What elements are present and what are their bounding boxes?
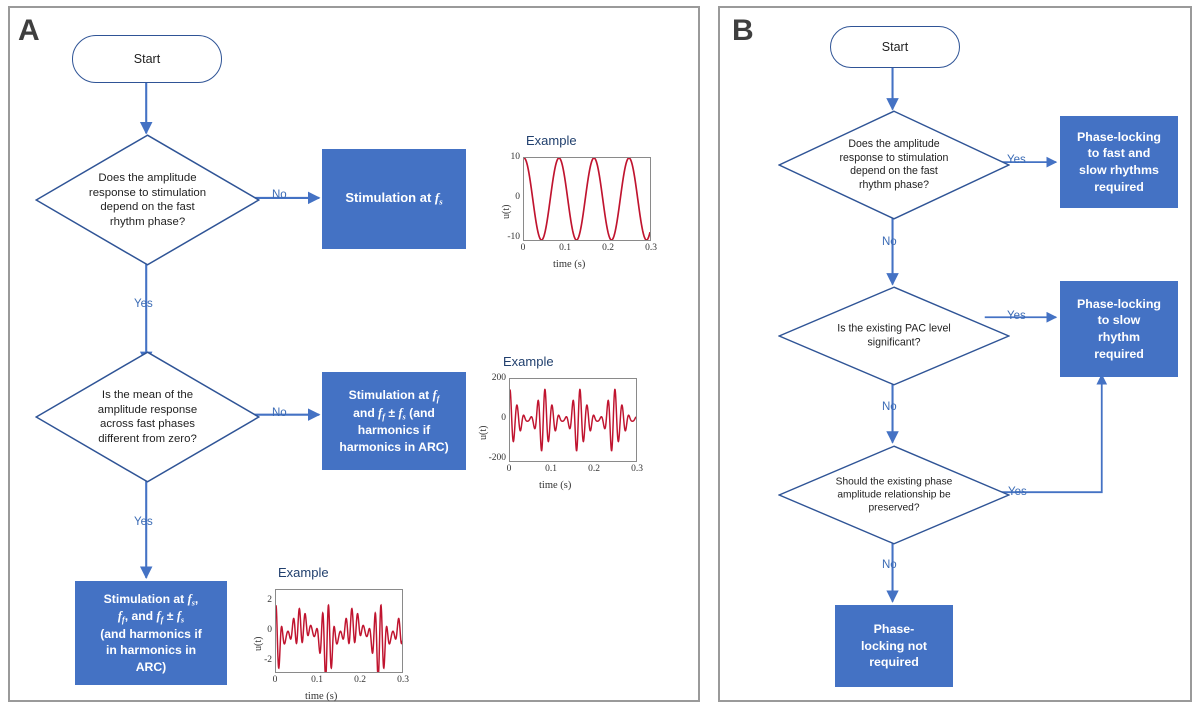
decision-amplitude-depends-fast-phase-a[interactable]: Does the amplitude response to stimulati…: [35, 134, 260, 266]
decision-text: Does the amplitude response to stimulati…: [839, 137, 949, 191]
plot-2-xlabel: time (s): [539, 480, 572, 491]
plot-2-axes: [509, 378, 637, 462]
plot-1-ytick-top: 10: [510, 152, 521, 162]
decision-text: Is the mean of the amplitude response ac…: [97, 388, 198, 445]
plot-2-xtick-1: 0.1: [545, 464, 557, 474]
process-phase-locking-slow[interactable]: Phase-locking to slow rhythm required: [1060, 281, 1178, 377]
edge-label-yes-2-a: Yes: [134, 516, 153, 528]
edge-label-no-3-b: No: [882, 559, 897, 571]
plot-3-ylabel: u(t): [253, 636, 264, 651]
process-phase-locking-fast-slow[interactable]: Phase-locking to fast and slow rhythms r…: [1060, 116, 1178, 208]
edge-label-yes-1-b: Yes: [1007, 154, 1026, 166]
diamond-shape: [778, 286, 1010, 386]
plot-2-ylabel: u(t): [478, 425, 489, 440]
example-plot-1: Example u(t) 10 0 -10 0 0.1 0.2 0.3 time…: [498, 133, 658, 283]
edge-label-no-2-b: No: [882, 401, 897, 413]
plot-3-xtick-2: 0.2: [354, 675, 366, 685]
plot-2-title: Example: [503, 354, 554, 369]
edge-label-yes-1-a: Yes: [134, 298, 153, 310]
plot-1-xtick-3: 0.3: [645, 243, 657, 253]
process-stimulation-fs-ff-sidebands[interactable]: Stimulation at fs,ff, and ff ± fs(and ha…: [75, 581, 227, 685]
plot-3-xtick-1: 0.1: [311, 675, 323, 685]
diamond-shape: [778, 445, 1010, 545]
decision-text: Should the existing phase amplitude rela…: [835, 476, 953, 514]
plot-1-ylabel: u(t): [501, 204, 512, 219]
plot-1-ytick-mid: 0: [515, 192, 520, 202]
plot-2-xtick-3: 0.3: [631, 464, 643, 474]
panel-a-letter: A: [18, 14, 40, 47]
panel-b: B Start Does the amplitude response to s…: [718, 6, 1192, 702]
plot-2-curve-svg: [510, 388, 636, 452]
plot-2-ytick-bot: -200: [488, 453, 506, 463]
process-stimulation-fs[interactable]: Stimulation at fs: [322, 149, 466, 249]
edge-label-no-2-a: No: [272, 407, 287, 419]
plot-2-ytick-top: 200: [491, 373, 506, 383]
plot-3-xtick-0: 0: [272, 675, 278, 685]
process-b3-text: Phase- locking not required: [860, 621, 928, 670]
process-3-text: Stimulation at fs,ff, and ff ± fs(and ha…: [100, 591, 202, 674]
edge-label-no-1-b: No: [882, 236, 897, 248]
plot-3-title: Example: [278, 565, 329, 580]
example-plot-3: Example u(t) 2 0 -2 0 0.1 0.2 0.3 time (…: [250, 565, 420, 715]
start-node-b[interactable]: Start: [830, 26, 960, 68]
plot-1-curve-svg: [524, 158, 650, 240]
plot-3-xtick-3: 0.3: [397, 675, 409, 685]
process-phase-locking-not-required[interactable]: Phase- locking not required: [835, 605, 953, 687]
plot-2-xtick-2: 0.2: [588, 464, 600, 474]
plot-2-xtick-0: 0: [506, 464, 512, 474]
diamond-shape: [35, 134, 260, 266]
start-node-a[interactable]: Start: [72, 35, 222, 83]
plot-1-ytick-bot: -10: [507, 232, 520, 242]
plot-1-xtick-1: 0.1: [559, 243, 571, 253]
plot-2-ytick-mid: 0: [501, 413, 506, 423]
edge-label-yes-2-b: Yes: [1007, 310, 1026, 322]
diamond-shape: [778, 110, 1010, 220]
plot-3-ytick-top: 2: [267, 595, 272, 605]
edge-label-yes-3-b: Yes: [1008, 486, 1027, 498]
process-1-text: Stimulation at fs: [345, 190, 443, 207]
plot-1-xtick-2: 0.2: [602, 243, 614, 253]
decision-amplitude-depends-fast-phase-b[interactable]: Does the amplitude response to stimulati…: [778, 110, 1010, 220]
plot-1-xtick-0: 0: [520, 243, 526, 253]
plot-1-axes: [523, 157, 651, 241]
decision-text: Does the amplitude response to stimulati…: [88, 171, 207, 228]
diamond-shape: [35, 351, 260, 483]
plot-1-title: Example: [526, 133, 577, 148]
decision-text: Is the existing PAC level significant?: [837, 322, 951, 348]
panel-b-letter: B: [732, 14, 754, 47]
plot-1-xlabel: time (s): [553, 259, 586, 270]
decision-pac-level-significant[interactable]: Is the existing PAC level significant?: [778, 286, 1010, 386]
decision-preserve-phase-amplitude-relationship[interactable]: Should the existing phase amplitude rela…: [778, 445, 1010, 545]
plot-3-ytick-mid: 0: [267, 625, 272, 635]
process-b1-text: Phase-locking to fast and slow rhythms r…: [1076, 129, 1161, 194]
process-b2-text: Phase-locking to slow rhythm required: [1076, 296, 1161, 361]
edge-label-no-1-a: No: [272, 189, 287, 201]
plot-3-axes: [275, 589, 403, 673]
example-plot-2: Example u(t) 200 0 -200 0 0.1 0.2 0.3 ti…: [475, 354, 655, 504]
plot-3-xlabel: time (s): [305, 691, 338, 702]
panel-a: A Start Does the amplitude response to s…: [8, 6, 700, 702]
decision-mean-amplitude-nonzero-a[interactable]: Is the mean of the amplitude response ac…: [35, 351, 260, 483]
plot-3-curve-svg: [276, 603, 402, 672]
plot-3-ytick-bot: -2: [264, 655, 272, 665]
